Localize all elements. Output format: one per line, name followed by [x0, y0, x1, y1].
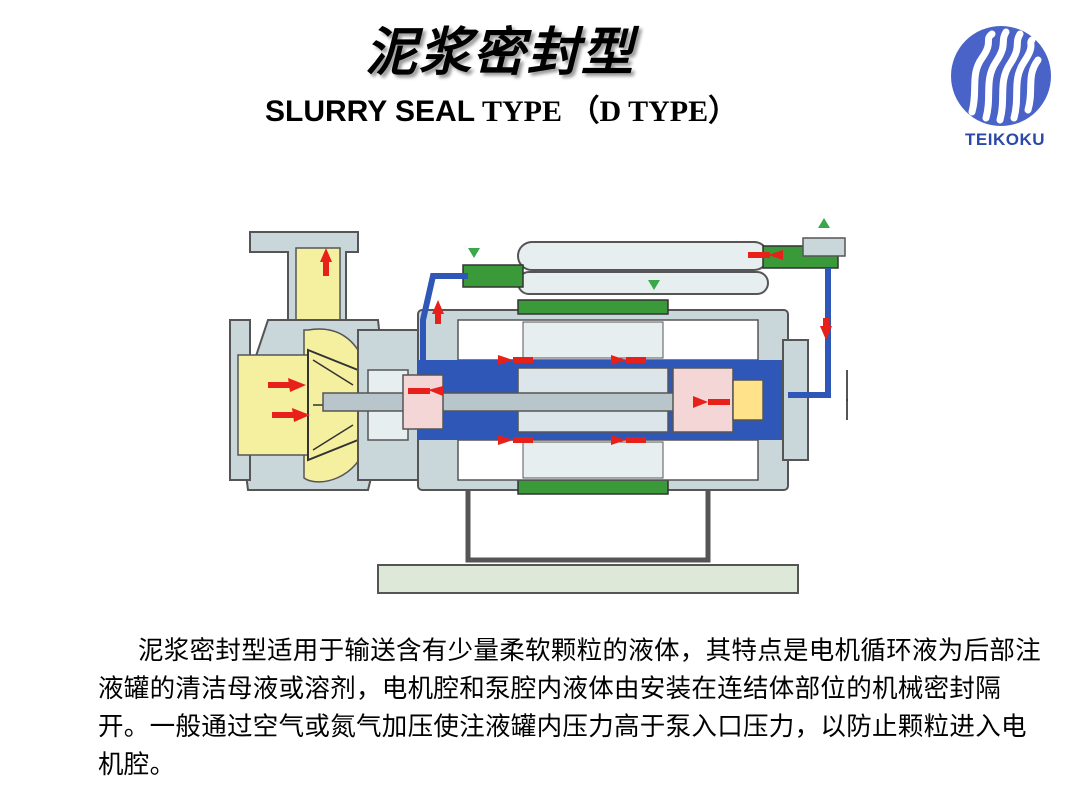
tank-connector-left — [462, 264, 524, 288]
title-english-serif: TYPE （D TYPE） — [475, 95, 739, 128]
inlet-arrow — [846, 399, 848, 401]
pipe-elbow — [802, 237, 846, 257]
page-title-english: SLURRY SEAL TYPE （D TYPE） — [265, 92, 738, 132]
flow-arrows — [268, 248, 832, 445]
motor-stand — [465, 480, 711, 563]
suction-slurry — [237, 354, 319, 456]
stator-core-upper — [522, 321, 664, 359]
stator-bottom-band — [517, 479, 669, 495]
inlet-flange — [846, 370, 848, 420]
page-title-chinese: 泥浆密封型 — [365, 23, 636, 83]
rear-bearing-cap — [732, 379, 764, 421]
pump-cross-section-diagram — [229, 218, 848, 594]
front-bearing — [402, 374, 444, 430]
injection-tank-bottom — [517, 271, 769, 295]
stator-core-lower — [522, 441, 664, 479]
teikoku-logo — [951, 26, 1051, 126]
pipe-to-seal — [420, 273, 468, 360]
description-paragraph: 泥浆密封型适用于输送含有少量柔软颗粒的液体，其特点是电机循环液为后部注液罐的清洁… — [98, 636, 1042, 780]
title-english-sans: SLURRY SEAL — [265, 95, 476, 128]
return-pipe — [788, 268, 831, 398]
pump-base — [377, 564, 799, 594]
logo-waves — [968, 28, 1042, 124]
logo-text: TEIKOKU — [965, 130, 1045, 149]
rear-cover — [782, 339, 809, 461]
injection-tank-top — [517, 241, 769, 271]
inject-arrows — [468, 218, 830, 290]
stator-top-band — [517, 299, 669, 315]
